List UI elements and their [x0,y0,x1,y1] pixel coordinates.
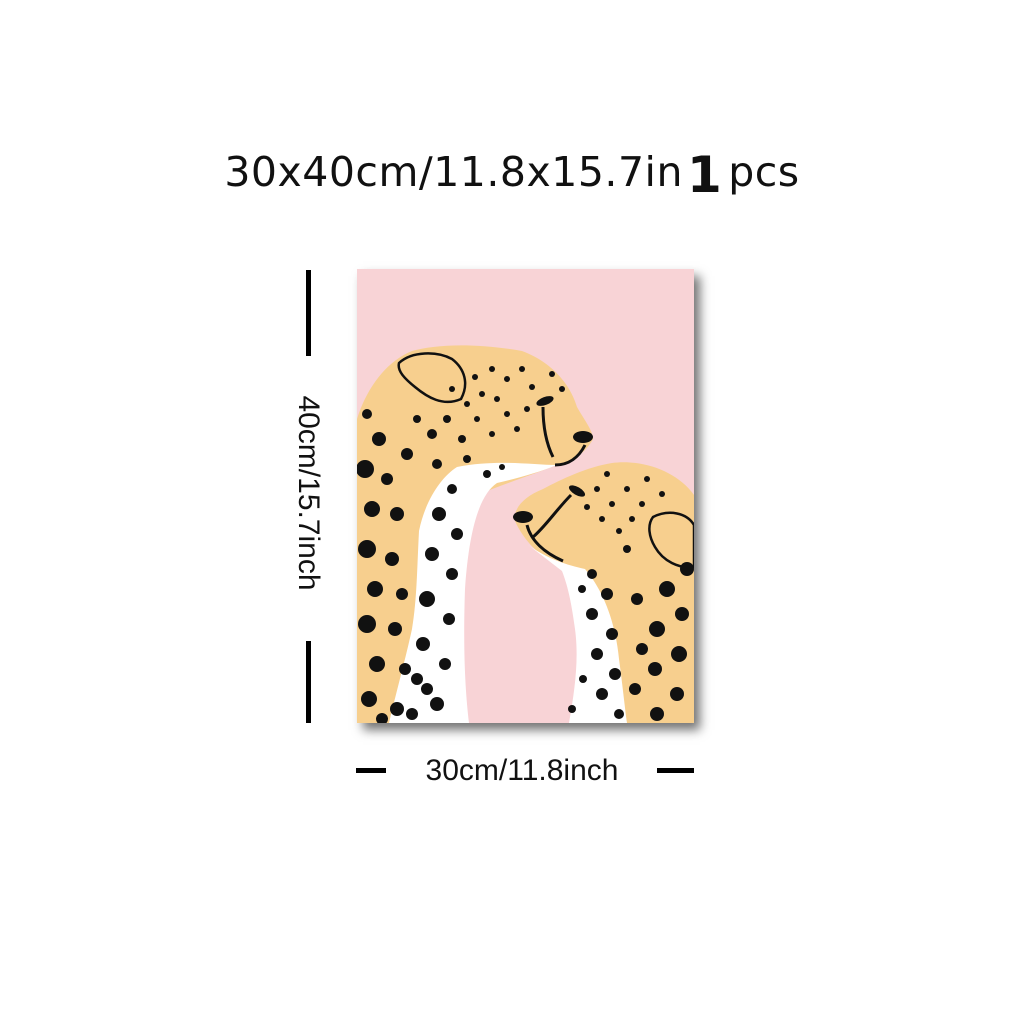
height-dimension-line-top [306,270,311,356]
height-dimension-label: 40cm/15.7inch [292,395,325,591]
right-cheetah-tearline [532,493,573,539]
left-cheetah-tearline [541,406,555,458]
right-cheetah-ear [648,511,694,569]
left-cheetah-mouth [554,444,587,467]
left-cheetah-ear [397,352,467,404]
quantity-value: 1 [686,146,723,204]
left-cheetah-eye [536,396,554,406]
size-text: 30x40cm/11.8x15.7in [224,148,683,196]
right-cheetah-throat [527,544,627,723]
canvas-print [357,269,694,723]
right-cheetah-eye [568,485,586,497]
cheetah-spots [357,366,694,723]
left-cheetah-throat [389,462,557,723]
right-cheetah-mouth [525,524,564,563]
quantity-unit: pcs [728,148,800,196]
width-dimension-label: 30cm/11.8inch [425,754,619,787]
width-dimension-line-left [356,768,386,773]
cheetah-artwork [357,269,694,723]
width-dimension-line-right [657,768,694,773]
height-dimension-line-bottom [306,641,311,723]
right-cheetah-nose [513,511,533,523]
left-cheetah-nose [573,431,593,443]
